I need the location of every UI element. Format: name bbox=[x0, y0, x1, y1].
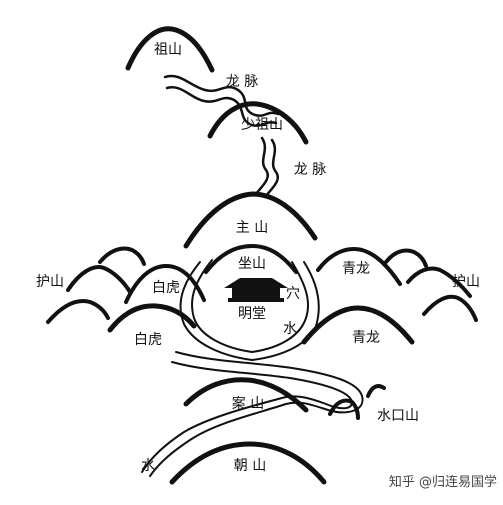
label-chaoshan: 朝 山 bbox=[234, 458, 266, 474]
label-longmai-lower: 龙 脉 bbox=[294, 162, 326, 178]
water-course-b bbox=[141, 361, 353, 473]
watermark-text: 知乎 @归连易国学 bbox=[389, 474, 497, 490]
label-xue: 穴 bbox=[286, 286, 300, 302]
huishan-left-ridge-top bbox=[98, 246, 146, 266]
label-qinglong-upper: 青龙 bbox=[342, 261, 370, 277]
label-shuikoushan: 水口山 bbox=[377, 408, 419, 424]
huishan-right-ridge-lower bbox=[422, 294, 478, 322]
zushan-ridge bbox=[125, 26, 215, 73]
huishan-right-ridge-top bbox=[384, 248, 428, 268]
stream-left-a bbox=[191, 259, 253, 353]
shuikoushan-ridge-b bbox=[366, 384, 386, 398]
label-huishan-left: 护山 bbox=[36, 274, 64, 290]
anshan-ridge bbox=[183, 377, 309, 413]
label-baihu-lower: 白虎 bbox=[134, 332, 162, 348]
label-shui-center: 水 bbox=[283, 321, 297, 337]
label-zuoshan: 坐山 bbox=[238, 256, 266, 272]
label-anshan: 案 山 bbox=[232, 395, 264, 412]
baihu-lower-ridge bbox=[107, 303, 197, 333]
huishan-left-ridge-upper bbox=[66, 265, 132, 294]
label-baihu-upper: 白虎 bbox=[152, 280, 180, 296]
shuikoushan-ridge-a bbox=[328, 398, 360, 420]
xue-building-icon bbox=[224, 278, 288, 302]
label-zushan: 祖山 bbox=[154, 42, 182, 58]
huishan-left-ridge-lower bbox=[46, 299, 110, 324]
stream-right-b bbox=[251, 261, 320, 361]
longmai-upper-line-a bbox=[163, 74, 280, 117]
label-shui-bottom: 水 bbox=[141, 458, 155, 474]
label-mingtang: 明堂 bbox=[238, 306, 266, 322]
stream-right-a bbox=[251, 261, 310, 353]
water-course-a bbox=[149, 351, 364, 477]
qinglong-upper-ridge bbox=[316, 247, 402, 286]
shaozushan-ridge bbox=[207, 101, 309, 145]
label-huishan-right: 护山 bbox=[452, 274, 480, 290]
longmai-lower-line-a bbox=[254, 136, 270, 196]
longmai-lower-line-b bbox=[264, 138, 280, 198]
chaoshan-ridge bbox=[169, 441, 327, 485]
longmai-upper-line-b bbox=[165, 86, 278, 127]
label-qinglong-lower: 青龙 bbox=[352, 330, 380, 346]
qinglong-lower-ridge bbox=[301, 305, 415, 345]
zuoshan-ridge bbox=[204, 244, 298, 274]
label-longmai-upper: 龙 脉 bbox=[226, 74, 258, 90]
label-zhushan: 主 山 bbox=[236, 220, 268, 236]
huishan-right-ridge-upper bbox=[406, 266, 472, 298]
zhushan-ridge bbox=[183, 191, 318, 249]
label-shaozushan: 少祖山 bbox=[241, 117, 283, 133]
stream-left-b bbox=[179, 261, 253, 361]
